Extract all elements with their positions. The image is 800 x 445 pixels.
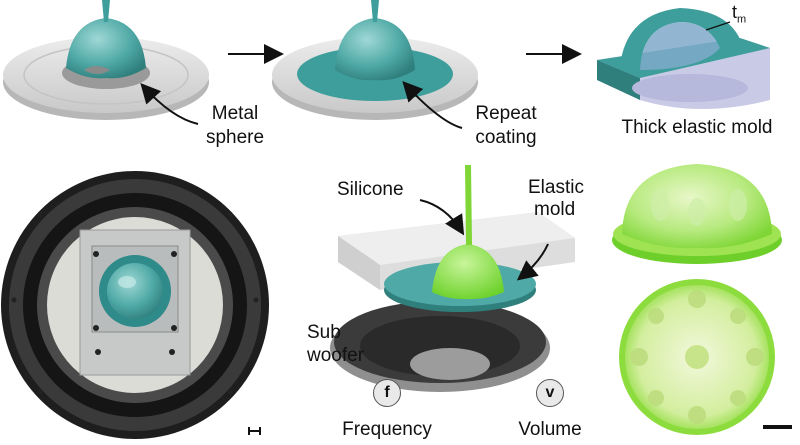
step2-coated-plate <box>272 0 478 120</box>
green-dome-topview-photo <box>619 279 775 435</box>
label-subwoofer-line2: woofer <box>307 345 365 366</box>
label-silicone: Silicone <box>337 179 404 200</box>
callout-elastic-mold <box>516 243 549 281</box>
frequency-knob-icon: f <box>373 379 401 407</box>
frequency-symbol: f <box>384 384 390 401</box>
label-thick-elastic-mold: Thick elastic mold <box>621 117 773 138</box>
label-subwoofer-line1: Sub <box>307 322 341 343</box>
volume-symbol: v <box>545 384 555 401</box>
label-elastic-mold-line2: mold <box>534 199 576 220</box>
callout-repeat-coating <box>402 81 463 129</box>
scale-bar-small <box>248 427 261 435</box>
casting-setup <box>330 165 575 392</box>
label-volume: Volume <box>518 419 582 440</box>
label-metal-sphere-line2: sphere <box>205 127 265 148</box>
subwoofer-photo <box>1 171 269 439</box>
label-repeat-coating-line1: Repeat <box>475 103 537 124</box>
label-repeat-coating-line2: coating <box>475 127 537 148</box>
green-dome-photo <box>612 164 782 264</box>
callout-silicone <box>419 199 465 236</box>
volume-knob-icon: v <box>536 379 564 407</box>
label-metal-sphere-line1: Metal <box>211 103 259 124</box>
callout-metal-sphere <box>140 83 199 125</box>
label-frequency: Frequency <box>342 419 432 440</box>
step3-thick-elastic-mold <box>597 8 770 109</box>
label-elastic-mold-line1: Elastic <box>528 177 584 198</box>
step1-plate-with-sphere <box>3 0 209 120</box>
label-tm: tm <box>732 2 747 26</box>
